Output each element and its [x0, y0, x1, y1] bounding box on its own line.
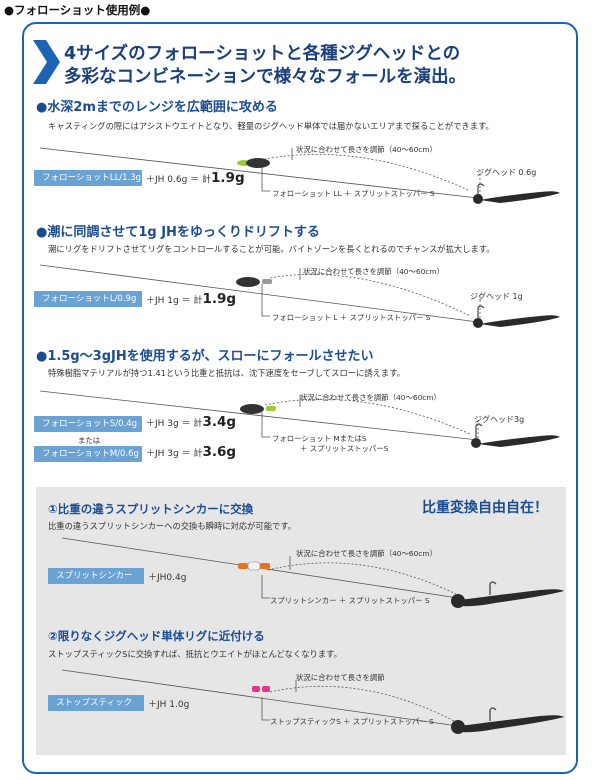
section-3-or-text: または: [78, 436, 101, 445]
section-3-badge: フォローショットS/0.4g: [34, 416, 142, 432]
section-1-badge: フォローショットLL/1.3g: [34, 170, 142, 186]
tip-2-title: ②限りなくジグヘッド単体リグに近付ける: [48, 629, 265, 643]
section-3-badge-2: フォローショットM/0.6g: [34, 446, 142, 462]
section-2-rig-label: フォローショット L ＋ スプリットストッパー S: [272, 313, 431, 322]
section-1-rig-label: フォローショット LL ＋ スプリットストッパー S: [272, 189, 435, 198]
section-3-rig-label-2: ＋ スプリットストッパーS: [300, 444, 389, 453]
section-1-jig-label: ジグヘッド 0.6g: [476, 168, 537, 177]
section-3-heading: ●1.5g〜3gJHを使用するが、スローにフォールさせたい: [36, 349, 374, 364]
section-2-jig-label: ジグヘッド 1g: [470, 292, 523, 301]
tip-2-rig-label: ストップスティックS ＋ スプリットストッパー S: [270, 717, 434, 726]
section-2-badge: フォローショットL/0.9g: [34, 291, 142, 307]
section-2-description: 潮にリグをドリフトさせてリグをコントロールすることが可能。バイトゾーンを長くとれ…: [48, 244, 495, 254]
section-1-formula: ＋JH 0.6g ＝ 計1.9g: [146, 170, 245, 186]
page-label: ●フォローショット使用例●: [4, 3, 151, 17]
tip-2-length-note: 状況に合わせて長さを調節: [296, 673, 385, 682]
tip-1-title: ①比重の違うスプリットシンカーに交換: [48, 502, 254, 516]
section-3-formula-2: ＋JH 3g ＝ 計3.6g: [146, 444, 237, 460]
content-frame: [22, 22, 578, 774]
section-3-rig-label: フォローショット MまたはS: [272, 434, 367, 443]
tip-2-description: ストップスティックSに交換すれば、抵抗とウエイトがほとんどなくなります。: [48, 649, 342, 659]
section-2-heading: ●潮に同調させて1g JHをゆっくりドリフトする: [36, 225, 320, 240]
tip-1-formula: ＋JH0.4g: [148, 573, 187, 583]
tip-1-length-note: 状況に合わせて長さを調節（40〜60cm）: [296, 549, 437, 558]
section-2-length-note: 状況に合わせて長さを調節（40〜60cm）: [303, 267, 444, 276]
section-1-heading: ●水深2mまでのレンジを広範囲に攻める: [36, 100, 278, 115]
section-1-description: キャスティングの際にはアシストウエイトとなり、軽量のジグヘッド単体では届かないエ…: [48, 121, 494, 131]
section-1-length-note: 状況に合わせて長さを調節（40〜60cm）: [296, 145, 437, 154]
section-3-formula: ＋JH 3g ＝ 計3.4g: [146, 414, 237, 430]
tip-1-rig-label: スプリットシンカー ＋ スプリットストッパー S: [270, 596, 430, 605]
tips-headline: 比重変換自由自在！: [422, 500, 548, 516]
tip-2-badge: ストップスティック: [48, 695, 144, 711]
headline-line-1: 4サイズのフォローショットと各種ジグヘッドとの: [64, 44, 461, 64]
headline-line-2: 多彩なコンビネーションで様々なフォールを演出。: [64, 67, 467, 87]
section-2-formula: ＋JH 1g ＝ 計1.9g: [146, 291, 237, 307]
section-3-description: 特殊樹脂マテリアルが持つ1.41という比重と抵抗は、沈下速度をセーブしてスローに…: [48, 368, 405, 378]
tip-1-badge: スプリットシンカー: [48, 568, 144, 584]
section-3-length-note: 状況に合わせて長さを調節（40〜60cm）: [300, 393, 441, 402]
tip-2-formula: ＋JH 1.0g: [148, 700, 190, 710]
section-3-jig-label: ジグヘッド3g: [474, 415, 525, 424]
tip-1-description: 比重の違うスプリットシンカーへの交換も瞬時に対応が可能です。: [48, 521, 297, 531]
